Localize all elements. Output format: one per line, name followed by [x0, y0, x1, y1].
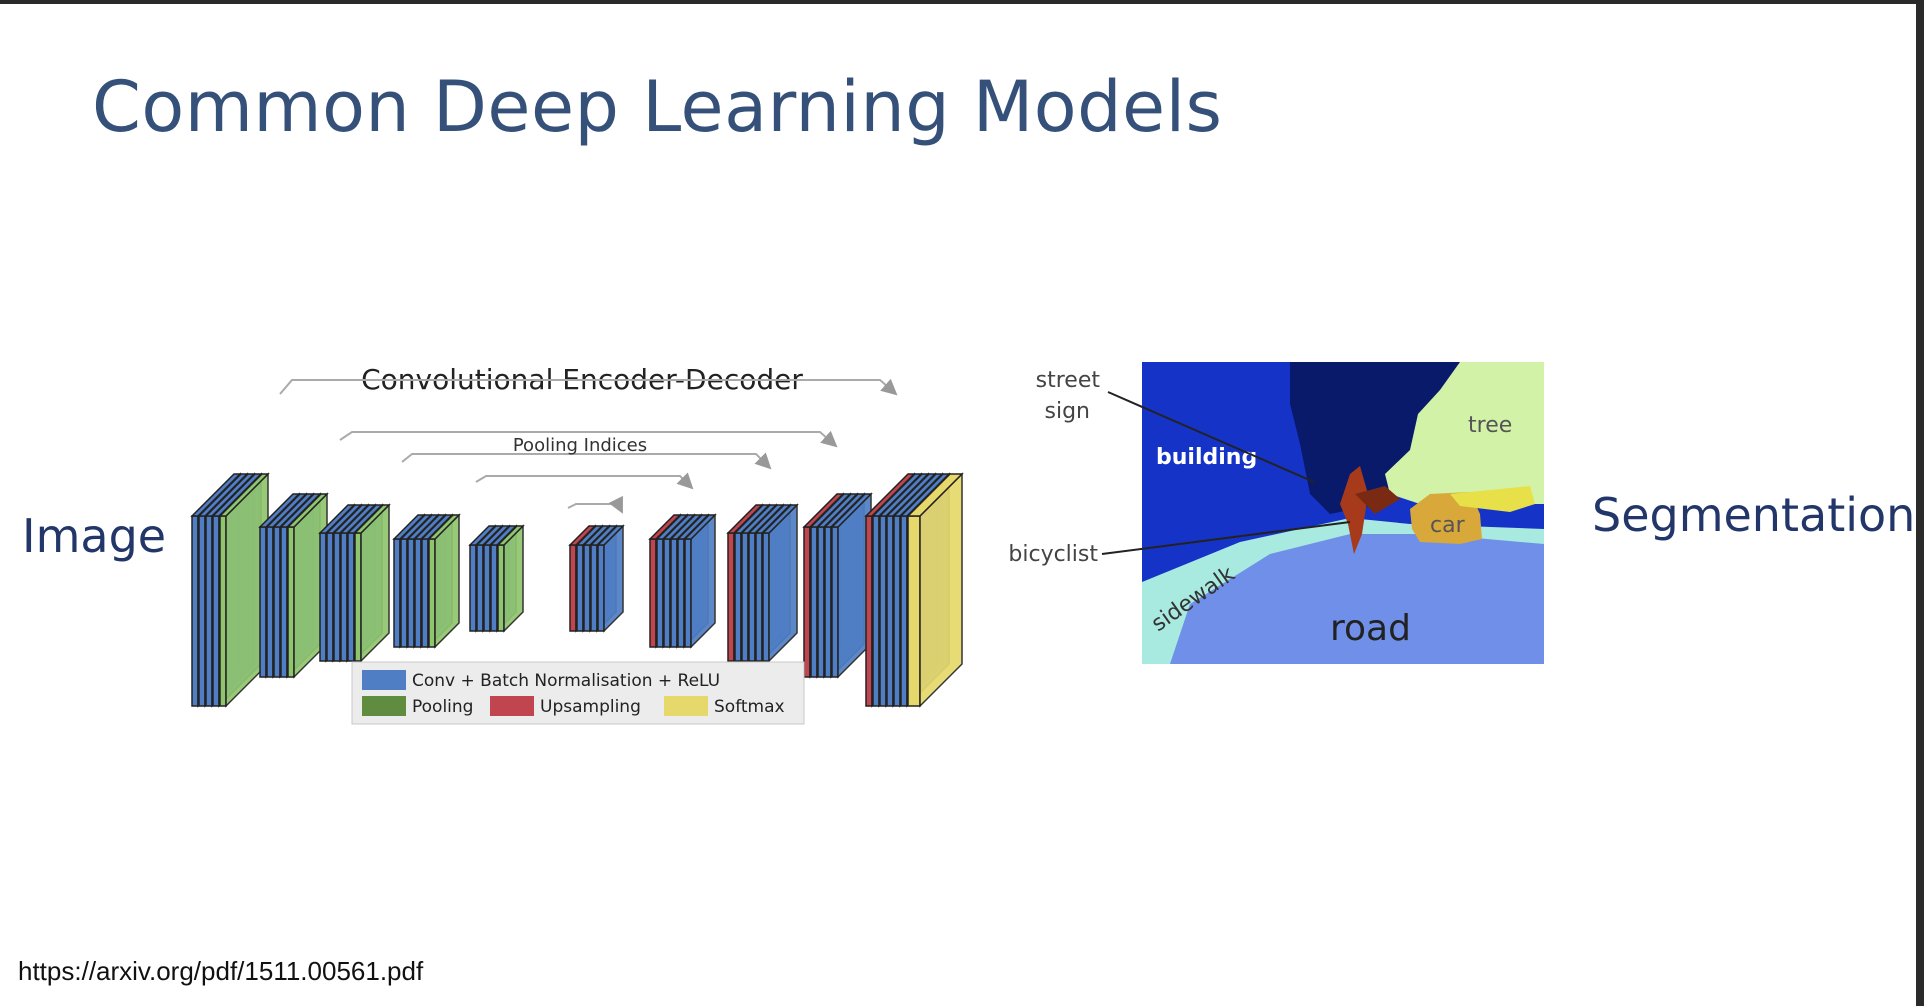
layer-stage-5: [468, 524, 525, 633]
legend-swatch-conv: [362, 670, 406, 690]
legend-label-conv: Conv + Batch Normalisation + ReLU: [412, 671, 720, 691]
layer-stage-10: [864, 472, 964, 708]
layer-blocks: [190, 472, 964, 708]
encoder-decoder-diagram: Convolutional Encoder-Decoder Pooling In…: [190, 363, 964, 725]
pool-layer: [286, 492, 329, 679]
skip-connections: [279, 378, 898, 514]
pool-layer: [496, 524, 525, 633]
callout-street-sign-line2: sign: [1045, 399, 1090, 424]
slide: Common Deep Learning Models Image Segmen…: [0, 4, 1916, 1006]
diagram-legend: Conv + Batch Normalisation + ReLU Poolin…: [351, 661, 805, 725]
layer-stage-3: [318, 503, 391, 663]
source-url: https://arxiv.org/pdf/1511.00561.pdf: [18, 956, 424, 986]
layer-stage-2: [258, 492, 329, 679]
layer-stage-7: [648, 513, 717, 649]
segmentation-figure: building tree car sidewalk road street s…: [1008, 362, 1544, 664]
conv-layer: [830, 492, 873, 679]
legend-label-pooling: Pooling: [412, 697, 473, 717]
conv-layer: [596, 524, 625, 633]
region-tree: tree: [1468, 413, 1512, 438]
conv-layer: [761, 503, 799, 663]
layer-stage-8: [726, 503, 799, 663]
legend-swatch-softmax: [664, 696, 708, 716]
region-car: car: [1430, 513, 1466, 538]
layer-stage-1: [190, 472, 270, 708]
slide-title: Common Deep Learning Models: [92, 66, 1223, 148]
window-edge: [1916, 0, 1924, 1006]
softmax-layer: [906, 472, 964, 708]
callout-street-sign-line1: street: [1036, 368, 1101, 393]
legend-swatch-pooling: [362, 696, 406, 716]
pooling-indices-label: Pooling Indices: [513, 435, 647, 456]
pool-layer: [427, 513, 461, 649]
layer-stage-6: [568, 524, 625, 633]
conv-layer: [683, 513, 717, 649]
segmentation-image: building tree car sidewalk road: [1142, 362, 1544, 664]
output-segmentation-label: Segmentation: [1592, 488, 1916, 542]
region-road: road: [1330, 608, 1411, 649]
legend-label-softmax: Softmax: [714, 697, 785, 717]
pool-layer: [353, 503, 391, 663]
region-building: building: [1156, 445, 1257, 470]
pool-layer: [218, 472, 270, 708]
callout-bicyclist: bicyclist: [1008, 542, 1098, 567]
input-image-label: Image: [22, 509, 167, 563]
layer-stage-9: [802, 492, 873, 679]
layer-stage-4: [392, 513, 461, 649]
callout-lines: [1101, 391, 1351, 555]
legend-label-upsampling: Upsampling: [540, 697, 641, 717]
legend-swatch-upsampling: [490, 696, 534, 716]
